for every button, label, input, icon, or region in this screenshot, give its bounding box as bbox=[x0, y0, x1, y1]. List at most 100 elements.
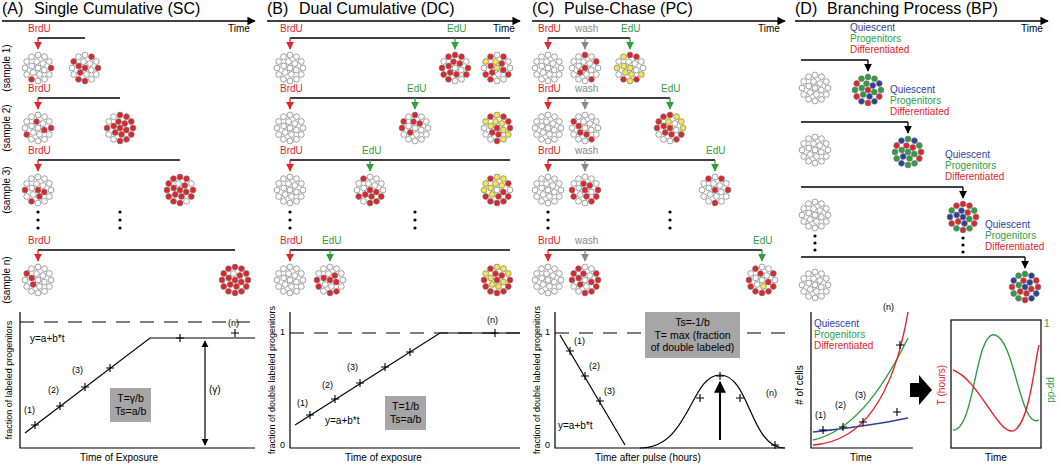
cell bbox=[706, 198, 712, 204]
cell bbox=[593, 284, 599, 290]
cell bbox=[447, 70, 453, 76]
cell bbox=[552, 76, 558, 82]
cell bbox=[281, 54, 287, 60]
cell bbox=[817, 208, 823, 214]
axis-label: fraction of double labeled progenitors bbox=[267, 306, 277, 454]
cell bbox=[463, 59, 469, 65]
cell bbox=[569, 125, 575, 131]
cell bbox=[446, 54, 452, 60]
cell bbox=[300, 187, 306, 193]
cell bbox=[912, 138, 918, 144]
cell bbox=[293, 67, 299, 73]
reagent-arrow bbox=[867, 60, 868, 71]
cell bbox=[489, 192, 495, 198]
cell bbox=[545, 290, 551, 296]
cell bbox=[42, 288, 48, 294]
cell bbox=[799, 282, 805, 288]
cell bbox=[423, 119, 429, 125]
cell bbox=[823, 206, 829, 212]
cell-cluster bbox=[219, 264, 251, 296]
cell bbox=[867, 94, 873, 100]
cell bbox=[806, 83, 812, 89]
cell bbox=[292, 121, 298, 127]
cell bbox=[34, 59, 40, 65]
cell bbox=[577, 70, 583, 76]
ellipsis-dot bbox=[961, 236, 964, 239]
cell-type-label: Progenitors bbox=[890, 95, 941, 107]
cell bbox=[505, 59, 511, 65]
reagent-label: BrdU bbox=[280, 145, 303, 157]
cell-type-label: Quiescent bbox=[985, 219, 1030, 231]
cell bbox=[24, 181, 30, 187]
cell bbox=[712, 187, 718, 193]
cell bbox=[37, 194, 43, 200]
cell bbox=[638, 59, 644, 65]
cell bbox=[321, 275, 327, 281]
cell-cluster bbox=[654, 112, 686, 144]
formula-box: T=γ/bTs=a/b bbox=[110, 388, 151, 422]
cell bbox=[488, 288, 494, 294]
cell bbox=[276, 119, 282, 125]
cell bbox=[282, 130, 288, 136]
axis-label: fraction of double labeled progenitors bbox=[532, 306, 542, 454]
cell bbox=[239, 266, 245, 272]
axis-label: fraction of labeled progenitors bbox=[4, 321, 14, 440]
cell bbox=[82, 78, 88, 84]
panel-title: Single Cumulative (SC) bbox=[34, 0, 200, 18]
ellipsis-dot bbox=[288, 218, 291, 221]
cell bbox=[281, 136, 287, 142]
reagent-arrow bbox=[289, 38, 290, 49]
cell bbox=[77, 70, 83, 76]
cell bbox=[576, 266, 582, 272]
cell bbox=[589, 136, 595, 142]
cell bbox=[823, 289, 829, 295]
cell bbox=[825, 147, 831, 153]
cell bbox=[294, 114, 300, 120]
cell bbox=[892, 149, 898, 155]
cell bbox=[46, 132, 52, 138]
cell bbox=[499, 61, 505, 67]
reagent-arrow bbox=[907, 122, 908, 133]
cell bbox=[488, 275, 494, 281]
formula-label: y=a+b*t bbox=[558, 420, 592, 432]
timeline bbox=[38, 97, 120, 98]
cell bbox=[544, 271, 550, 277]
cell bbox=[712, 174, 718, 180]
cell bbox=[499, 121, 505, 127]
cell bbox=[818, 284, 824, 290]
cell bbox=[40, 121, 46, 127]
cell bbox=[483, 72, 489, 78]
cell bbox=[860, 92, 866, 98]
cell bbox=[748, 284, 754, 290]
cell bbox=[626, 59, 632, 65]
data-point bbox=[839, 423, 847, 431]
cell bbox=[276, 194, 282, 200]
cell bbox=[372, 183, 378, 189]
reagent-arrow bbox=[454, 38, 455, 49]
cell bbox=[294, 76, 300, 82]
cell bbox=[812, 134, 818, 140]
reagent-label: EdU bbox=[706, 145, 725, 157]
timeline bbox=[290, 37, 510, 38]
cell bbox=[966, 216, 972, 222]
cell bbox=[41, 189, 47, 195]
cell bbox=[130, 125, 136, 131]
cell bbox=[46, 194, 52, 200]
cell bbox=[576, 76, 582, 82]
cell bbox=[30, 130, 36, 136]
cell-type-label: Quiescent bbox=[945, 149, 990, 161]
cell bbox=[111, 136, 117, 142]
cell bbox=[587, 183, 593, 189]
cell bbox=[488, 185, 494, 191]
cell bbox=[496, 284, 502, 290]
cell bbox=[819, 201, 825, 207]
chart-b bbox=[290, 312, 520, 448]
cell bbox=[489, 282, 495, 288]
reagent-arrow bbox=[289, 160, 290, 171]
cell bbox=[706, 176, 712, 182]
cell bbox=[1022, 297, 1028, 303]
cell bbox=[584, 284, 590, 290]
cell bbox=[878, 87, 884, 93]
cell bbox=[507, 187, 513, 193]
cell bbox=[819, 96, 825, 102]
